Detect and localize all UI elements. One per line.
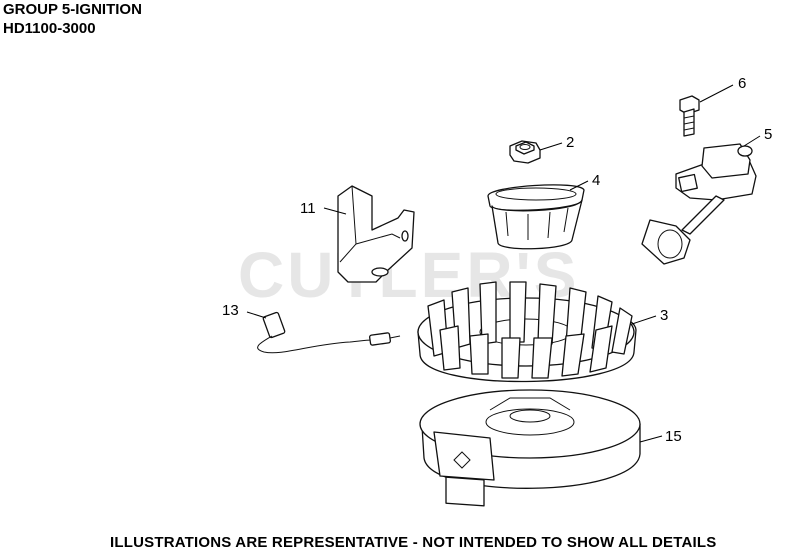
disclaimer-footer: ILLUSTRATIONS ARE REPRESENTATIVE - NOT I… xyxy=(110,534,717,551)
callout-4: 4 xyxy=(592,172,600,189)
model-number: HD1100-3000 xyxy=(3,20,96,37)
part-11-bracket[interactable] xyxy=(337,185,415,283)
group-title: GROUP 5-IGNITION xyxy=(3,1,142,18)
callout-6: 6 xyxy=(738,75,746,92)
part-13-wire[interactable] xyxy=(257,311,401,354)
part-6-bolt[interactable] xyxy=(679,95,700,137)
callout-3: 3 xyxy=(660,307,668,324)
callout-5: 5 xyxy=(764,126,772,143)
leader-lines xyxy=(246,84,761,443)
part-4-cup[interactable] xyxy=(487,184,585,250)
part-5-ignition-coil[interactable] xyxy=(641,143,757,265)
callout-2: 2 xyxy=(566,134,574,151)
part-3-flywheel[interactable] xyxy=(417,281,637,383)
part-15-stator[interactable] xyxy=(419,389,641,507)
callout-15: 15 xyxy=(665,428,682,445)
part-2-nut[interactable] xyxy=(509,140,541,164)
callout-11: 11 xyxy=(300,200,316,217)
callout-13: 13 xyxy=(222,302,239,319)
